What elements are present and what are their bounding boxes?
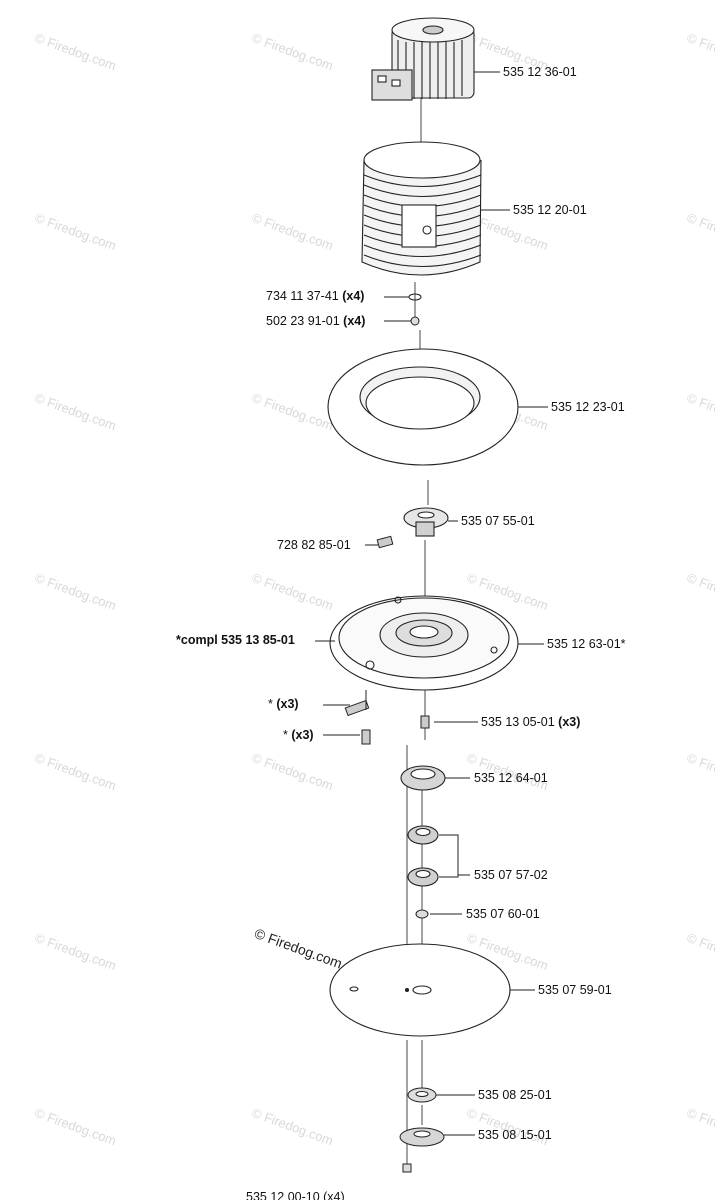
part-label-housing: 535 12 20-01: [513, 203, 587, 217]
part-label-bearing-top: 535 12 64-01: [474, 771, 548, 785]
bearing-top-part: [400, 765, 446, 791]
part-label-ring: 535 12 23-01: [551, 400, 625, 414]
disc-part: [329, 943, 511, 1037]
cap-part: [399, 1127, 445, 1147]
part-label-screw-a: 502 23 91-01 (x4): [266, 314, 366, 328]
part-label-motor: 535 12 36-01: [503, 65, 577, 79]
part-label-compl: *compl 535 13 85-01: [176, 633, 295, 647]
leader-bracket: [439, 834, 459, 878]
hub-part: [403, 507, 449, 537]
part-label-cut-off: 535 12 00-10 (x4): [246, 1190, 345, 1200]
nut-part: [415, 909, 429, 919]
blade-part: [344, 699, 370, 717]
part-label-washer-b: 535 08 25-01: [478, 1088, 552, 1102]
part-label-disc: 535 07 59-01: [538, 983, 612, 997]
blade-screw-part: [361, 729, 371, 745]
part-label-plate: 535 12 63-01*: [547, 637, 626, 651]
part-label-blade-b: * (x3): [283, 728, 314, 742]
plate-part: [329, 595, 519, 691]
part-label-setscrew: 728 82 85-01: [277, 538, 351, 552]
bottom-screw-part: [402, 1163, 412, 1173]
part-label-hub: 535 07 55-01: [461, 514, 535, 528]
part-label-blade-a: * (x3): [268, 697, 299, 711]
part-label-nut: 535 07 60-01: [466, 907, 540, 921]
motor-part: [371, 17, 475, 101]
part-label-bearings: 535 07 57-02: [474, 868, 548, 882]
part-label-screw-b: 535 13 05-01 (x3): [481, 715, 581, 729]
ring-part: [327, 348, 519, 466]
part-label-cap: 535 08 15-01: [478, 1128, 552, 1142]
housing-part: [361, 141, 482, 276]
part-label-washer-a: 734 11 37-41 (x4): [266, 289, 365, 303]
setscrew-part: [376, 535, 394, 549]
washer-b-part: [407, 1087, 437, 1103]
screw-b-part: [420, 715, 430, 729]
screw-part: [410, 316, 420, 326]
bearings-part: [407, 825, 439, 887]
